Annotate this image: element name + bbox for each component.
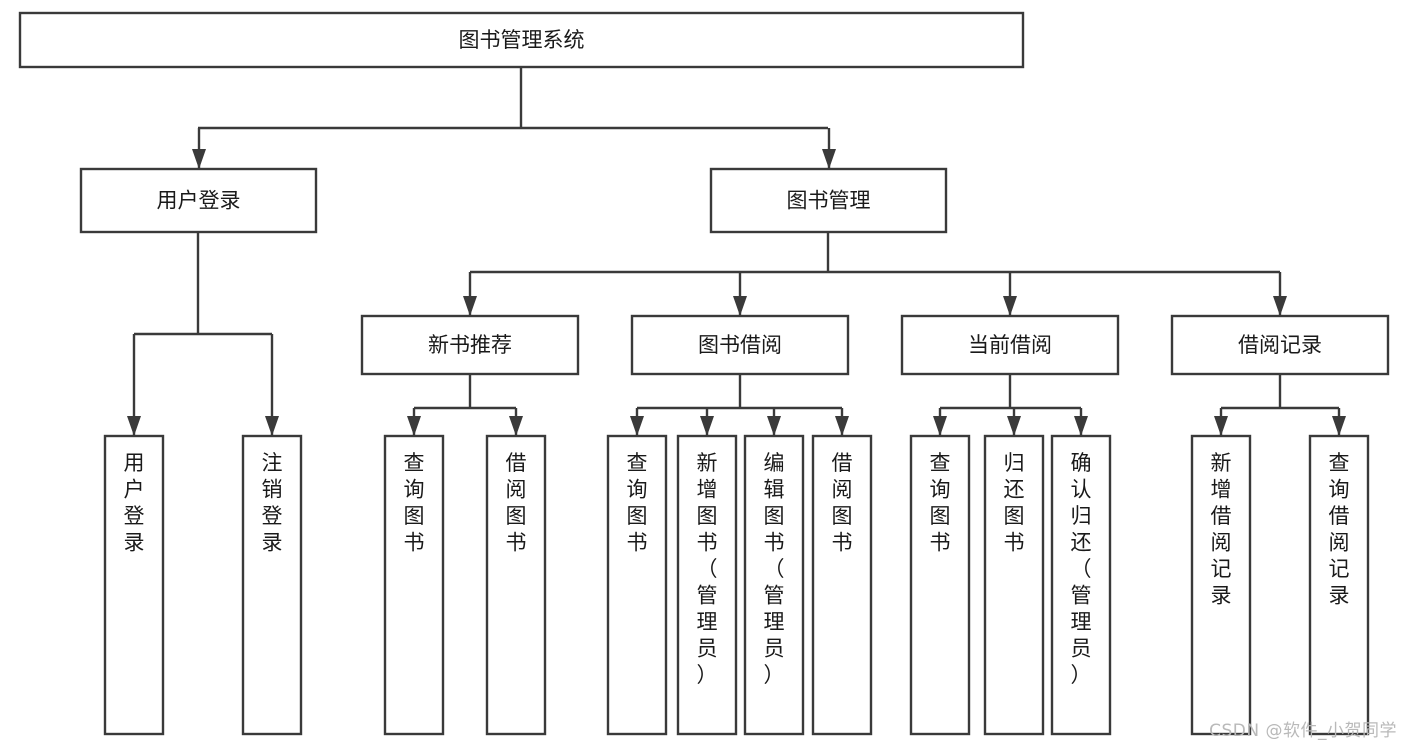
node-box[interactable]	[1170, 314, 1390, 376]
arrow-head-icon	[767, 416, 781, 436]
node-box[interactable]	[606, 434, 668, 736]
arrow-head-icon	[265, 416, 279, 436]
node-box[interactable]	[1190, 434, 1252, 736]
node-leaf-12[interactable]: 查询借阅记录	[1308, 434, 1370, 736]
arrow-head-icon	[700, 416, 714, 436]
arrow-head-icon	[407, 416, 421, 436]
node-box[interactable]	[983, 434, 1045, 736]
node-level3-1[interactable]: 图书借阅	[630, 314, 850, 376]
node-level3-0[interactable]: 新书推荐	[360, 314, 580, 376]
node-leaf-3[interactable]: 借阅图书	[485, 434, 547, 736]
node-label: 用户登录	[124, 451, 145, 555]
node-leaf-11[interactable]: 新增借阅记录	[1190, 434, 1252, 736]
arrow-head-icon	[1007, 416, 1021, 436]
connector-layer	[127, 67, 1346, 436]
node-label: 查询图书	[930, 451, 951, 555]
node-leaf-6[interactable]: 编辑图书（管理员）	[743, 434, 805, 736]
arrow-head-icon	[192, 149, 206, 169]
node-label: 用户登录	[157, 189, 241, 213]
node-box[interactable]	[909, 434, 971, 736]
arrow-head-icon	[127, 416, 141, 436]
node-box[interactable]	[241, 434, 303, 736]
node-level2-0[interactable]: 用户登录	[79, 167, 318, 234]
node-label: 归还图书	[1004, 451, 1025, 555]
node-leaf-1[interactable]: 注销登录	[241, 434, 303, 736]
node-box[interactable]	[676, 434, 738, 736]
node-leaf-10[interactable]: 确认归还（管理员）	[1050, 434, 1112, 736]
node-leaf-0[interactable]: 用户登录	[103, 434, 165, 736]
node-box[interactable]	[1050, 434, 1112, 736]
node-box[interactable]	[630, 314, 850, 376]
node-level2-1[interactable]: 图书管理	[709, 167, 948, 234]
node-box[interactable]	[709, 167, 948, 234]
arrow-head-icon	[822, 149, 836, 169]
watermark-label: CSDN @软件_小贺同学	[1209, 721, 1397, 741]
node-label: 确认归还（管理员）	[1071, 451, 1092, 687]
node-leaf-8[interactable]: 查询图书	[909, 434, 971, 736]
arrow-head-icon	[1273, 296, 1287, 316]
node-box[interactable]	[383, 434, 445, 736]
node-label: 查询图书	[627, 451, 648, 555]
node-box[interactable]	[103, 434, 165, 736]
arrow-head-icon	[630, 416, 644, 436]
node-box[interactable]	[1308, 434, 1370, 736]
node-label: 当前借阅	[968, 333, 1052, 357]
arrow-head-icon	[1003, 296, 1017, 316]
node-label: 查询借阅记录	[1329, 451, 1350, 608]
node-box[interactable]	[811, 434, 873, 736]
arrow-head-icon	[835, 416, 849, 436]
node-leaf-9[interactable]: 归还图书	[983, 434, 1045, 736]
node-leaf-5[interactable]: 新增图书（管理员）	[676, 434, 738, 736]
node-box[interactable]	[485, 434, 547, 736]
node-label: 新书推荐	[428, 333, 512, 357]
node-box[interactable]	[743, 434, 805, 736]
node-box[interactable]	[18, 11, 1025, 69]
node-label: 新增借阅记录	[1211, 451, 1232, 608]
node-box[interactable]	[360, 314, 580, 376]
node-leaf-4[interactable]: 查询图书	[606, 434, 668, 736]
arrow-head-icon	[509, 416, 523, 436]
node-label: 查询图书	[404, 451, 425, 555]
arrow-head-icon	[1214, 416, 1228, 436]
node-label: 图书管理系统	[459, 28, 585, 52]
node-box[interactable]	[900, 314, 1120, 376]
node-level3-3[interactable]: 借阅记录	[1170, 314, 1390, 376]
node-leaf-2[interactable]: 查询图书	[383, 434, 445, 736]
node-label: 借阅图书	[832, 451, 853, 555]
node-level3-2[interactable]: 当前借阅	[900, 314, 1120, 376]
node-root-0[interactable]: 图书管理系统	[18, 11, 1025, 69]
node-box[interactable]	[79, 167, 318, 234]
node-label: 注销登录	[262, 451, 283, 555]
node-label: 新增图书（管理员）	[697, 451, 718, 687]
arrow-head-icon	[1074, 416, 1088, 436]
node-label: 借阅记录	[1238, 333, 1322, 357]
arrow-head-icon	[733, 296, 747, 316]
arrow-head-icon	[1332, 416, 1346, 436]
node-layer: 图书管理系统用户登录图书管理新书推荐图书借阅当前借阅借阅记录用户登录注销登录查询…	[18, 11, 1390, 736]
arrow-head-icon	[933, 416, 947, 436]
node-label: 借阅图书	[506, 451, 527, 555]
node-label: 编辑图书（管理员）	[764, 451, 785, 687]
node-label: 图书管理	[787, 189, 871, 213]
arrow-head-icon	[463, 296, 477, 316]
node-leaf-7[interactable]: 借阅图书	[811, 434, 873, 736]
node-label: 图书借阅	[698, 333, 782, 357]
